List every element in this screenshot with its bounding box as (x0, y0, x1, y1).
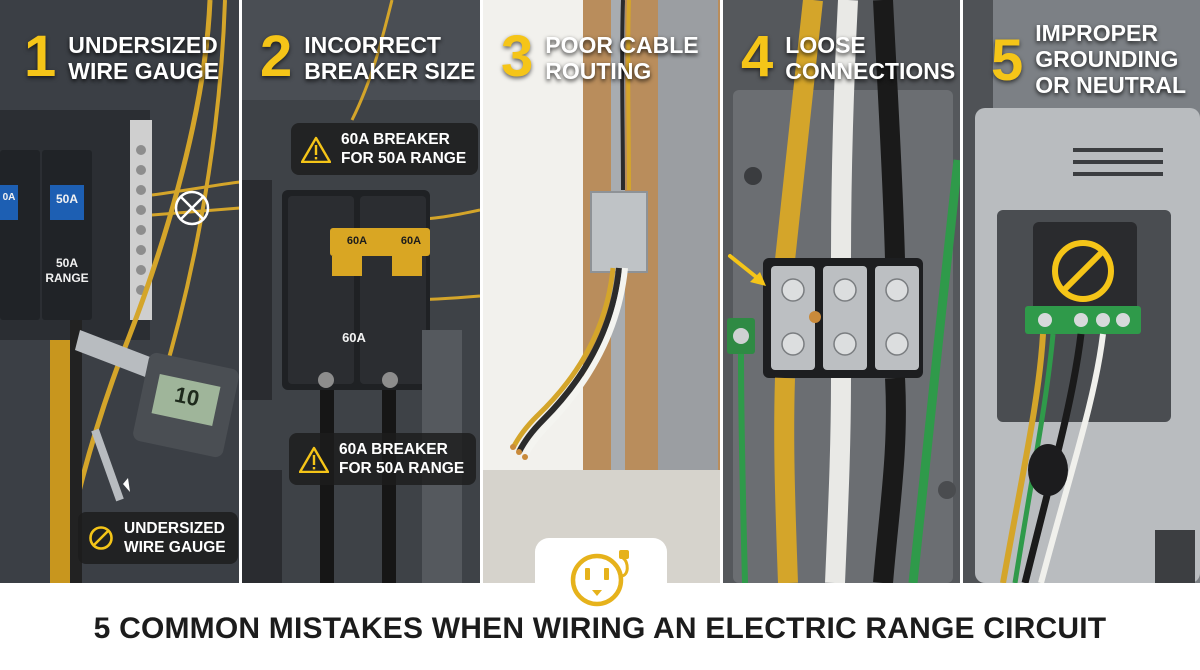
panel-2-callout-bottom: 60A BREAKER FOR 50A RANGE (289, 433, 477, 485)
panel-3-title: POOR CABLE ROUTING (545, 32, 699, 84)
page-title: 5 COMMON MISTAKES WHEN WIRING AN ELECTRI… (93, 612, 1107, 645)
panel-3-number: 3 (501, 24, 534, 89)
warning-icon (301, 136, 331, 163)
panel-2-breaker-size: 60A 60A 60A 2 INCORRECT BREAKER SIZE 60A… (242, 0, 480, 583)
breaker-label-left: 0A (2, 192, 16, 203)
panel-3-header: 3 POOR CABLE ROUTING (501, 24, 699, 89)
panel-1-header: 1 UNDERSIZED WIRE GAUGE (24, 24, 220, 89)
panel-1-title: UNDERSIZED WIRE GAUGE (68, 32, 220, 84)
panel-1-illustration (0, 0, 240, 583)
arrow-icon (726, 252, 774, 297)
warning-icon (299, 446, 329, 473)
panel-5-header: 5 IMPROPER GROUNDING OR NEUTRAL (991, 20, 1186, 98)
no-symbol-icon (88, 525, 114, 551)
panel-2-title: INCORRECT BREAKER SIZE (304, 32, 476, 84)
breaker-handle-label-left: 60A (346, 235, 368, 247)
no-symbol-icon (1048, 236, 1118, 311)
panel-4-illustration (723, 0, 960, 583)
breaker-body-label: 60A (342, 330, 366, 345)
panel-divider (480, 0, 483, 583)
panel-2-callout-bottom-text: 60A BREAKER FOR 50A RANGE (339, 441, 465, 477)
panel-1-undersized-wire: 0A 50A 50A RANGE 10 1 UNDERSIZED WIRE GA… (0, 0, 240, 583)
panel-1-callout-text: UNDERSIZED WIRE GAUGE (124, 520, 226, 556)
panel-4-title: LOOSE CONNECTIONS (785, 32, 956, 84)
panel-2-illustration (242, 0, 480, 583)
panel-2-number: 2 (260, 24, 293, 89)
panel-4-number: 4 (741, 24, 774, 89)
range-label: 50A RANGE (45, 256, 89, 285)
breaker-handle-label-right: 60A (400, 235, 422, 247)
panel-4-loose-connections: 4 LOOSE CONNECTIONS (723, 0, 960, 583)
panel-3-cable-routing: 3 POOR CABLE ROUTING (483, 0, 720, 583)
panel-5-title: IMPROPER GROUNDING OR NEUTRAL (1035, 20, 1187, 98)
range-plug-icon (570, 550, 629, 607)
panel-2-header: 2 INCORRECT BREAKER SIZE (260, 24, 476, 89)
panel-1-number: 1 (24, 24, 57, 89)
panel-divider (960, 0, 963, 583)
infographic-panels: 0A 50A 50A RANGE 10 1 UNDERSIZED WIRE GA… (0, 0, 1200, 583)
panel-divider (720, 0, 723, 583)
breaker-label-right: 50A (55, 192, 78, 206)
panel-divider (239, 0, 242, 583)
panel-4-header: 4 LOOSE CONNECTIONS (741, 24, 956, 89)
panel-5-number: 5 (991, 28, 1024, 93)
panel-2-callout-top-text: 60A BREAKER FOR 50A RANGE (341, 131, 467, 167)
range-plug-badge (535, 538, 667, 622)
panel-1-callout: UNDERSIZED WIRE GAUGE (78, 512, 238, 564)
panel-2-callout-top: 60A BREAKER FOR 50A RANGE (291, 123, 479, 175)
crossed-circle-icon (172, 188, 212, 233)
panel-5-illustration (963, 0, 1200, 583)
panel-5-grounding-neutral: 5 IMPROPER GROUNDING OR NEUTRAL (963, 0, 1200, 583)
panel-3-illustration (483, 0, 720, 583)
